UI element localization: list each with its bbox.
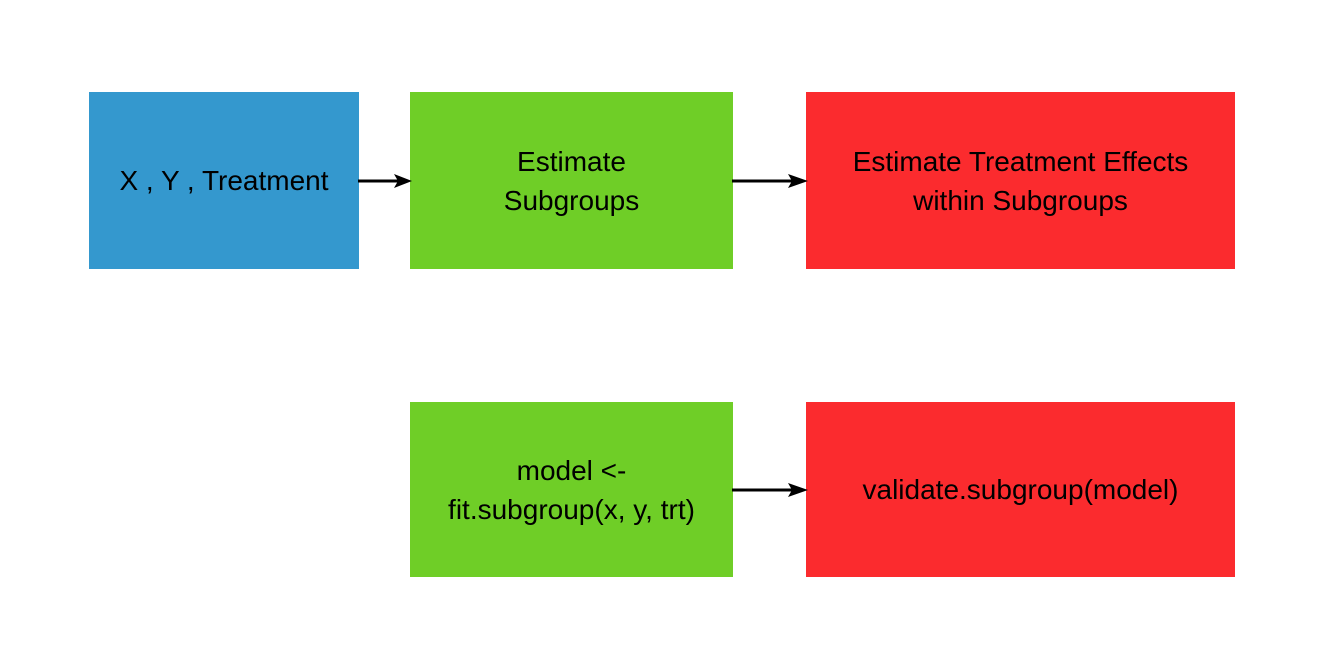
arrow-right-icon-subgroups-to-effects [732, 174, 808, 188]
node-data[interactable]: X , Y , Treatment [89, 92, 359, 269]
node-estimate-effects-label-line1: Estimate Treatment Effects [852, 145, 1189, 177]
node-estimate-effects-label-line2: within Subgroups [913, 184, 1128, 216]
node-fit-subgroup-label: model <- fit.subgroup(x, y, trt) [410, 451, 733, 529]
node-fit-subgroup-label-line2: fit.subgroup(x, y, trt) [448, 493, 695, 525]
node-data-label-line1: X , Y , Treatment [119, 165, 329, 196]
node-validate-subgroup[interactable]: validate.subgroup(model) [806, 402, 1235, 577]
node-estimate-subgroups-label-line1: Estimate [517, 145, 626, 177]
node-estimate-effects[interactable]: Estimate Treatment Effects within Subgrou… [806, 92, 1235, 269]
arrow-right-icon-fit-to-validate [732, 483, 808, 497]
node-fit-subgroup-label-line1: model <- [516, 454, 627, 486]
node-estimate-effects-label: Estimate Treatment Effects within Subgrou… [806, 142, 1235, 220]
arrow-right-icon-data-to-subgroups [358, 174, 412, 188]
node-validate-subgroup-label-line1: validate.subgroup(model) [862, 474, 1179, 505]
node-fit-subgroup[interactable]: model <- fit.subgroup(x, y, trt) [410, 402, 733, 577]
node-estimate-subgroups-label-line2: Subgroups [503, 184, 640, 216]
